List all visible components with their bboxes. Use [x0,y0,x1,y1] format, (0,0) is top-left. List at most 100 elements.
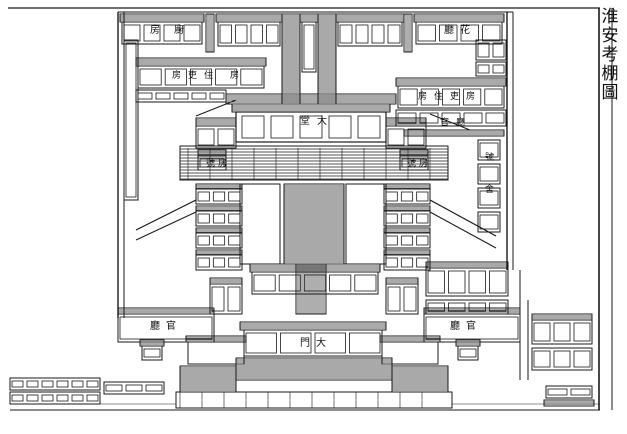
window [26,380,39,388]
kitchen-body [121,21,203,45]
window [209,92,225,100]
label-left-cells-1: 號 [206,157,215,169]
label-far-right-2: 舍 [485,183,494,195]
front-wing-right-roof [385,277,419,285]
window [303,274,326,292]
window [212,191,226,202]
window [387,128,405,146]
window [479,214,499,230]
label-right-cells-1: 號 [407,157,416,169]
label-row-left-2: 吏 [188,69,197,81]
window [385,235,398,246]
front-pavilion-right-roof [455,339,481,347]
window [416,213,429,224]
outbuilding-left-lower [9,391,101,405]
window [339,24,353,44]
window [197,235,210,246]
label-flower-hall-1: 花 [460,23,470,36]
window [250,24,263,44]
window [219,24,232,44]
window [215,68,238,86]
front-hall [251,271,379,295]
middle-terrace [179,145,449,181]
window [385,257,398,268]
window [228,213,241,224]
window [41,394,54,402]
window [11,380,24,388]
window [448,302,466,312]
cell-row-right [383,188,431,205]
window [479,190,499,206]
title-char: 棚 [601,64,619,84]
wing-wall [135,199,197,231]
right-court-gate-roof [543,399,595,407]
window [71,380,84,388]
window [227,286,241,312]
label-great-hall-2: 大 [317,114,327,127]
window [123,24,141,42]
window [441,88,460,106]
far-right-cell [477,211,501,233]
window [228,235,241,246]
window [547,388,568,396]
window [164,68,187,86]
great-hall-body [235,111,387,143]
gate-wing-right [381,341,439,365]
main-gate [243,329,383,357]
window [463,88,482,106]
gate-wing-left [187,341,245,365]
window [86,380,99,388]
hall-panel [357,115,381,139]
label-office-left-1: 官 [166,319,176,332]
window [139,68,162,86]
central-gate-tower-body [301,21,317,73]
window [385,191,398,202]
wing-wall [429,199,497,237]
window [143,24,161,42]
office-left-roof [117,307,215,315]
label-right-office-1: 官 [440,116,449,128]
window [212,213,226,224]
window [155,92,171,100]
window [191,92,207,100]
far-right-cell [477,163,501,185]
flower-hall-body [415,21,503,45]
window [371,24,385,44]
right-yard-roof [425,261,509,269]
far-right-cell [477,187,501,209]
window [199,158,225,168]
right-court-hall [531,319,593,345]
window [329,274,352,292]
window [468,302,486,312]
window [425,316,519,340]
window [189,68,212,86]
far-right-cell [477,139,501,161]
window [163,24,181,42]
window [492,64,505,74]
label-right-office-2: 廳 [456,116,465,128]
window [86,394,99,402]
window [197,128,215,146]
wing-wall [195,99,237,117]
court-left [239,183,281,265]
window [173,92,189,100]
window [441,112,461,124]
window [125,384,143,392]
window [403,286,417,312]
window [533,350,551,368]
window [41,380,54,388]
right-tower [475,39,507,61]
window [145,384,163,392]
window [400,191,414,202]
cell-row-right [383,210,431,227]
window [416,191,429,202]
window [485,112,505,124]
label-row-left-1: 房 [172,69,181,81]
hall-panel [270,115,294,139]
window [387,286,401,312]
label-office-left-2: 廳 [150,319,160,332]
front-pavilion-right-body [457,345,479,361]
wing-wall [135,211,197,241]
window [56,380,69,388]
